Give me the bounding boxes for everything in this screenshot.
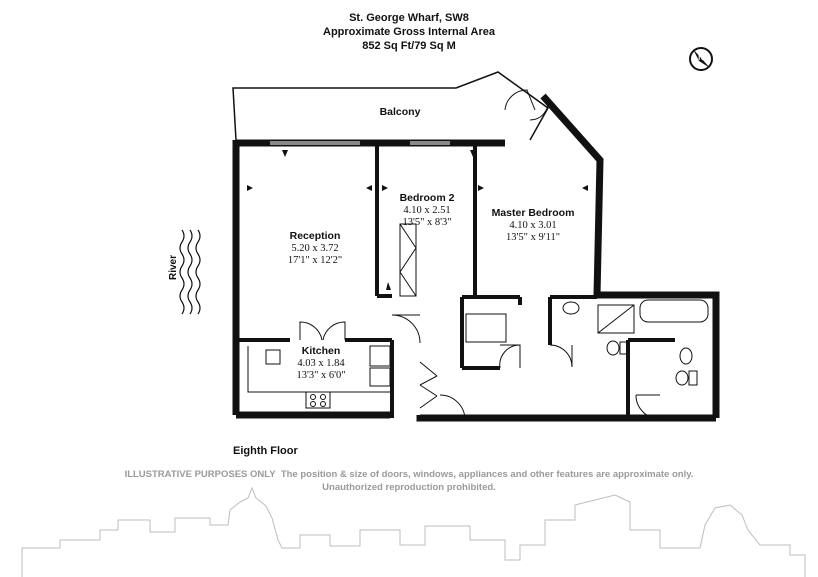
master-bedroom-metric: 4.10 x 3.01	[509, 220, 557, 231]
kitchen-imperial: 13'3" x 6'0"	[296, 370, 346, 381]
bedroom2-imperial: 13'5" x 8'3"	[402, 217, 452, 228]
master-bedroom-imperial: 13'5" x 9'11"	[506, 232, 560, 243]
balcony-outline	[232, 71, 549, 141]
skyline-graphic	[21, 486, 806, 577]
wall-markers	[247, 150, 588, 290]
wardrobe	[399, 223, 417, 297]
reception-name: Reception	[289, 230, 341, 242]
balcony-label: Balcony	[350, 106, 450, 119]
master-bedroom-label: Master Bedroom 4.10 x 3.01 13'5" x 9'11"	[478, 207, 588, 244]
bedroom2-name: Bedroom 2	[399, 192, 455, 204]
disclaimer-line1: ILLUSTRATIVE PURPOSES ONLY The position …	[0, 469, 818, 481]
floor-label: Eighth Floor	[233, 445, 298, 457]
area-value: 852 Sq Ft/79 Sq M	[362, 40, 456, 52]
compass-letter: N	[698, 53, 704, 62]
river-lines	[179, 229, 201, 315]
bedroom2-metric: 4.10 x 2.51	[403, 205, 451, 216]
master-bedroom-name: Master Bedroom	[491, 207, 575, 219]
reception-metric: 5.20 x 3.72	[291, 243, 339, 254]
doors	[299, 89, 661, 421]
reception-imperial: 17'1" x 12'2"	[287, 255, 343, 266]
area-subtitle: Approximate Gross Internal Area	[323, 26, 495, 38]
compass-icon	[689, 47, 713, 71]
kitchen-metric: 4.03 x 1.84	[297, 358, 345, 369]
balcony-name: Balcony	[379, 106, 421, 118]
disclaimer-text: The position & size of doors, windows, a…	[280, 469, 694, 480]
disclaimer-line2: Unauthorized reproduction prohibited.	[322, 482, 496, 493]
property-title: St. George Wharf, SW8	[349, 12, 469, 24]
reception-label: Reception 5.20 x 3.72 17'1" x 12'2"	[265, 230, 365, 267]
bedroom2-label: Bedroom 2 4.10 x 2.51 13'5" x 8'3"	[382, 192, 472, 229]
disclaimer-lead: ILLUSTRATIVE PURPOSES ONLY	[124, 469, 276, 480]
river-label: River	[168, 254, 180, 281]
bathroom-fittings	[465, 299, 709, 386]
kitchen-units	[247, 345, 392, 409]
kitchen-name: Kitchen	[301, 345, 341, 357]
kitchen-label: Kitchen 4.03 x 1.84 13'3" x 6'0"	[276, 345, 366, 382]
